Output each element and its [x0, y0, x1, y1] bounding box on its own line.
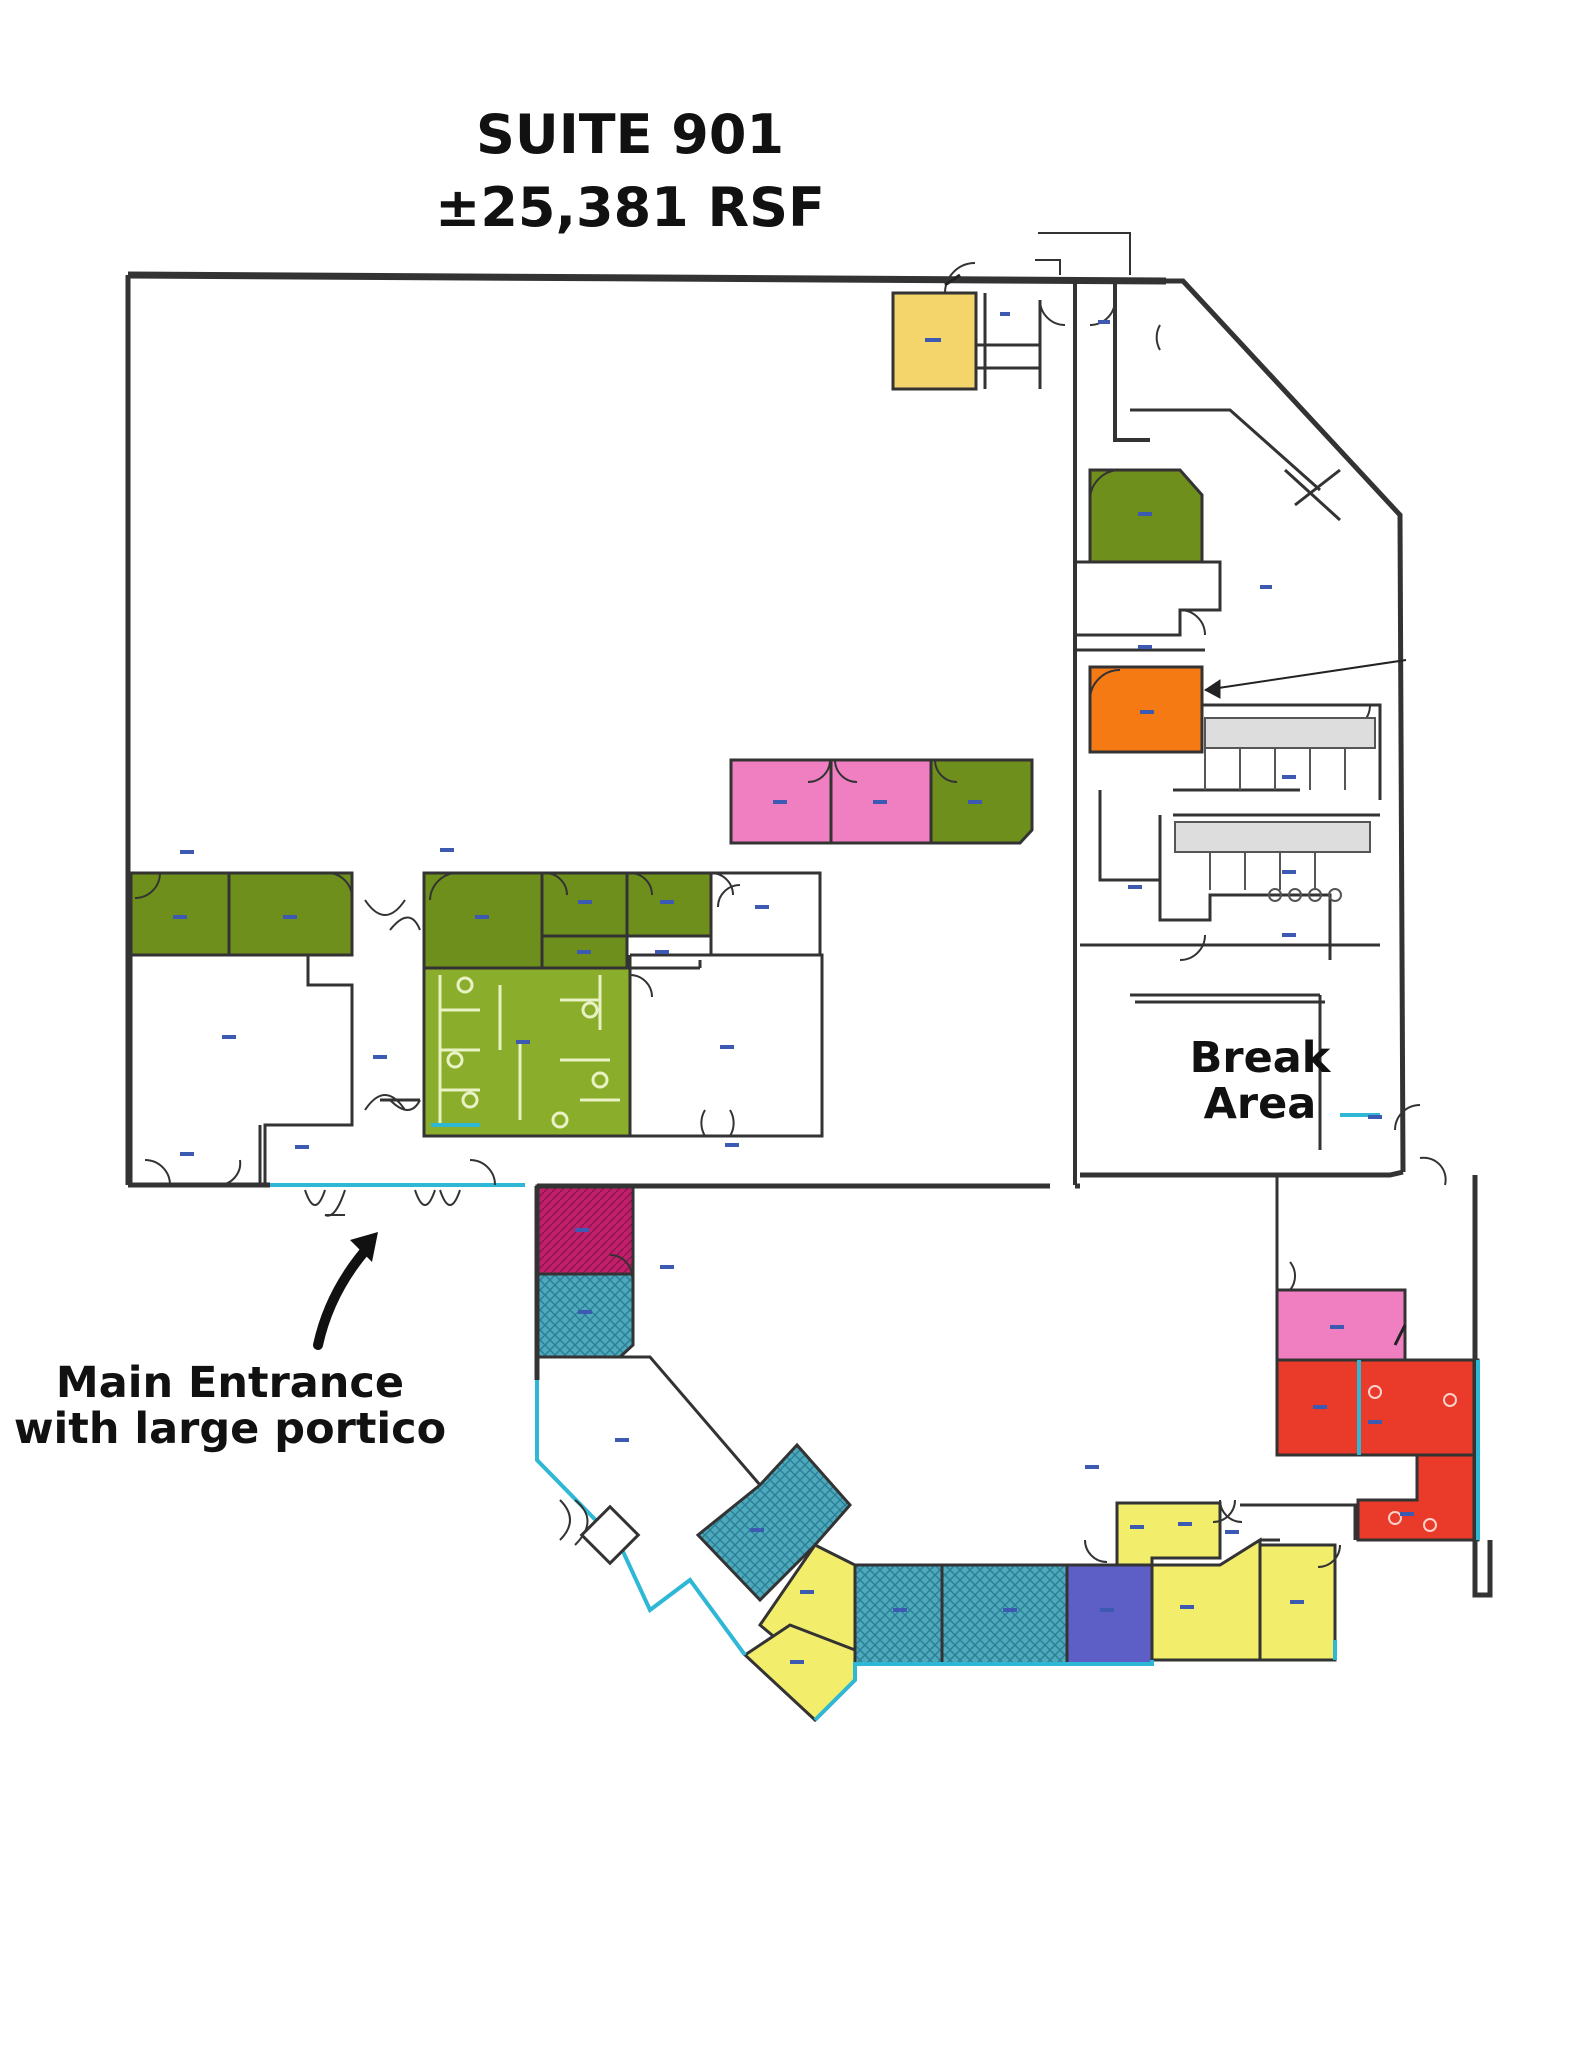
main-entrance-label: Main Entrance with large portico [10, 1360, 450, 1452]
entrance-arrow [313, 1232, 378, 1350]
room-teal-3 [853, 1563, 944, 1666]
pointer-arrows [944, 273, 1407, 1346]
room-workstations [422, 966, 632, 1138]
suite-area: ±25,381 RSF [435, 176, 825, 239]
restroom-fixtures [1174, 717, 1376, 902]
main-entrance-line2: with large portico [13, 1404, 447, 1454]
room-teal-4 [940, 1563, 1069, 1666]
room-yellow-top [891, 291, 978, 391]
room-orange [1088, 665, 1204, 754]
room-yellow-right-1 [1115, 1501, 1222, 1567]
room-green-left-2 [227, 871, 354, 957]
break-area-walls [1135, 1000, 1325, 1150]
glass-walls [270, 1113, 1480, 1722]
room-green-mid-3 [625, 871, 713, 938]
portico-column [579, 1504, 641, 1566]
suite-title: SUITE 901 [475, 103, 785, 166]
red-room-fixtures [1368, 1385, 1457, 1532]
break-area-line2: Area [1203, 1079, 1317, 1129]
colored-rooms [129, 291, 1480, 1723]
break-area-label: Break Area [1160, 1035, 1360, 1127]
room-red-2 [1357, 1358, 1480, 1457]
doors [134, 262, 1447, 1568]
room-number-marks [173, 312, 1414, 1664]
room-red-3 [1356, 1453, 1480, 1542]
room-green-left-1 [129, 871, 231, 957]
workstation-cubicles [438, 975, 620, 1129]
main-entrance-line1: Main Entrance [55, 1358, 405, 1408]
walls [125, 232, 1493, 1662]
room-teal-1 [535, 1272, 635, 1359]
room-green-mid-1 [422, 871, 544, 970]
break-area-line1: Break [1189, 1033, 1331, 1083]
room-green-mid-2 [540, 871, 629, 938]
room-blue [1065, 1563, 1154, 1666]
